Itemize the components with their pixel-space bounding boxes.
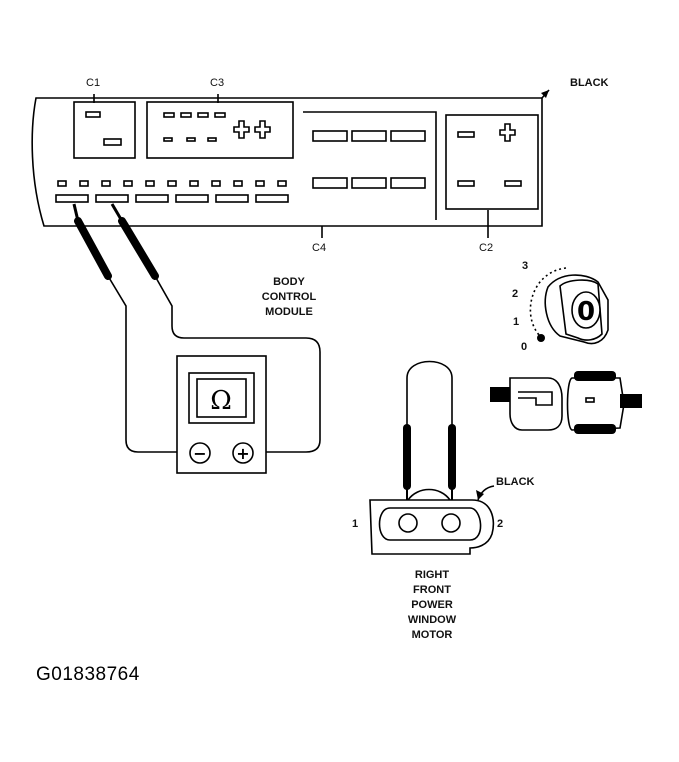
module-outline xyxy=(31,97,543,227)
svg-text:2: 2 xyxy=(512,288,518,300)
test-leads-module xyxy=(72,203,321,453)
terminal-block xyxy=(303,111,437,220)
window-motor-label: RIGHT FRONT POWER WINDOW MOTOR xyxy=(408,569,457,641)
negative-lead-wire xyxy=(107,275,178,453)
motor-terminal-2 xyxy=(441,513,461,533)
plus-icon: + xyxy=(236,444,249,463)
svg-text:WINDOW: WINDOW xyxy=(408,614,457,626)
c2-label: C2 xyxy=(479,242,493,254)
svg-text:1: 1 xyxy=(513,316,519,328)
positive-lead-wire xyxy=(154,275,321,453)
svg-text:BODY: BODY xyxy=(273,276,305,288)
c3-label: C3 xyxy=(210,77,224,89)
svg-text:RIGHT: RIGHT xyxy=(415,569,450,581)
key-head-icon xyxy=(571,291,601,329)
position-indicator-dot xyxy=(537,334,545,342)
svg-text:MODULE: MODULE xyxy=(265,306,313,318)
module-color-label: BLACK xyxy=(570,77,609,89)
c4-probe-terminal-2 xyxy=(95,194,129,203)
c4-probe-terminal-1 xyxy=(55,194,89,203)
pin-2-label: 2 xyxy=(497,518,503,530)
connector-male-half xyxy=(566,377,625,431)
ohm-symbol-icon: Ω xyxy=(210,386,232,416)
svg-text:3: 3 xyxy=(522,260,528,272)
probe-black-body xyxy=(74,217,112,280)
pin-1-label: 1 xyxy=(352,518,358,530)
connector-pair xyxy=(490,371,642,434)
connector-c3: C3 xyxy=(146,77,294,159)
positive-jack xyxy=(232,442,254,464)
body-control-module: BLACK C1 C3 xyxy=(31,77,609,254)
c1-label: C1 xyxy=(86,77,100,89)
window-motor-connector: 1 2 BLACK xyxy=(352,476,535,555)
black-leader-arrow xyxy=(541,90,549,98)
motor-terminal-1 xyxy=(398,513,418,533)
jumper-loop xyxy=(406,360,453,428)
connector-c2: C2 xyxy=(445,114,539,254)
body-control-module-label: BODY CONTROL MODULE xyxy=(262,276,317,318)
svg-text:POWER: POWER xyxy=(411,599,453,611)
negative-jack xyxy=(189,442,211,464)
ignition-switch: 3 2 1 0 0 xyxy=(512,260,609,353)
motor-color-label: BLACK xyxy=(496,476,535,488)
svg-text:FRONT: FRONT xyxy=(413,584,451,596)
probe-red-body xyxy=(118,217,159,280)
connector-c4: C4 xyxy=(55,180,326,254)
svg-text:MOTOR: MOTOR xyxy=(412,629,453,641)
c4-label: C4 xyxy=(312,242,326,254)
minus-icon: − xyxy=(193,444,206,463)
key-symbol: 0 xyxy=(577,297,595,327)
svg-text:CONTROL: CONTROL xyxy=(262,291,317,303)
figure-id: G01838764 xyxy=(36,664,140,685)
connector-c1: C1 xyxy=(73,77,136,159)
ohmmeter: Ω − + xyxy=(176,355,267,474)
svg-text:0: 0 xyxy=(521,341,527,353)
ohmmeter-display xyxy=(188,372,255,424)
